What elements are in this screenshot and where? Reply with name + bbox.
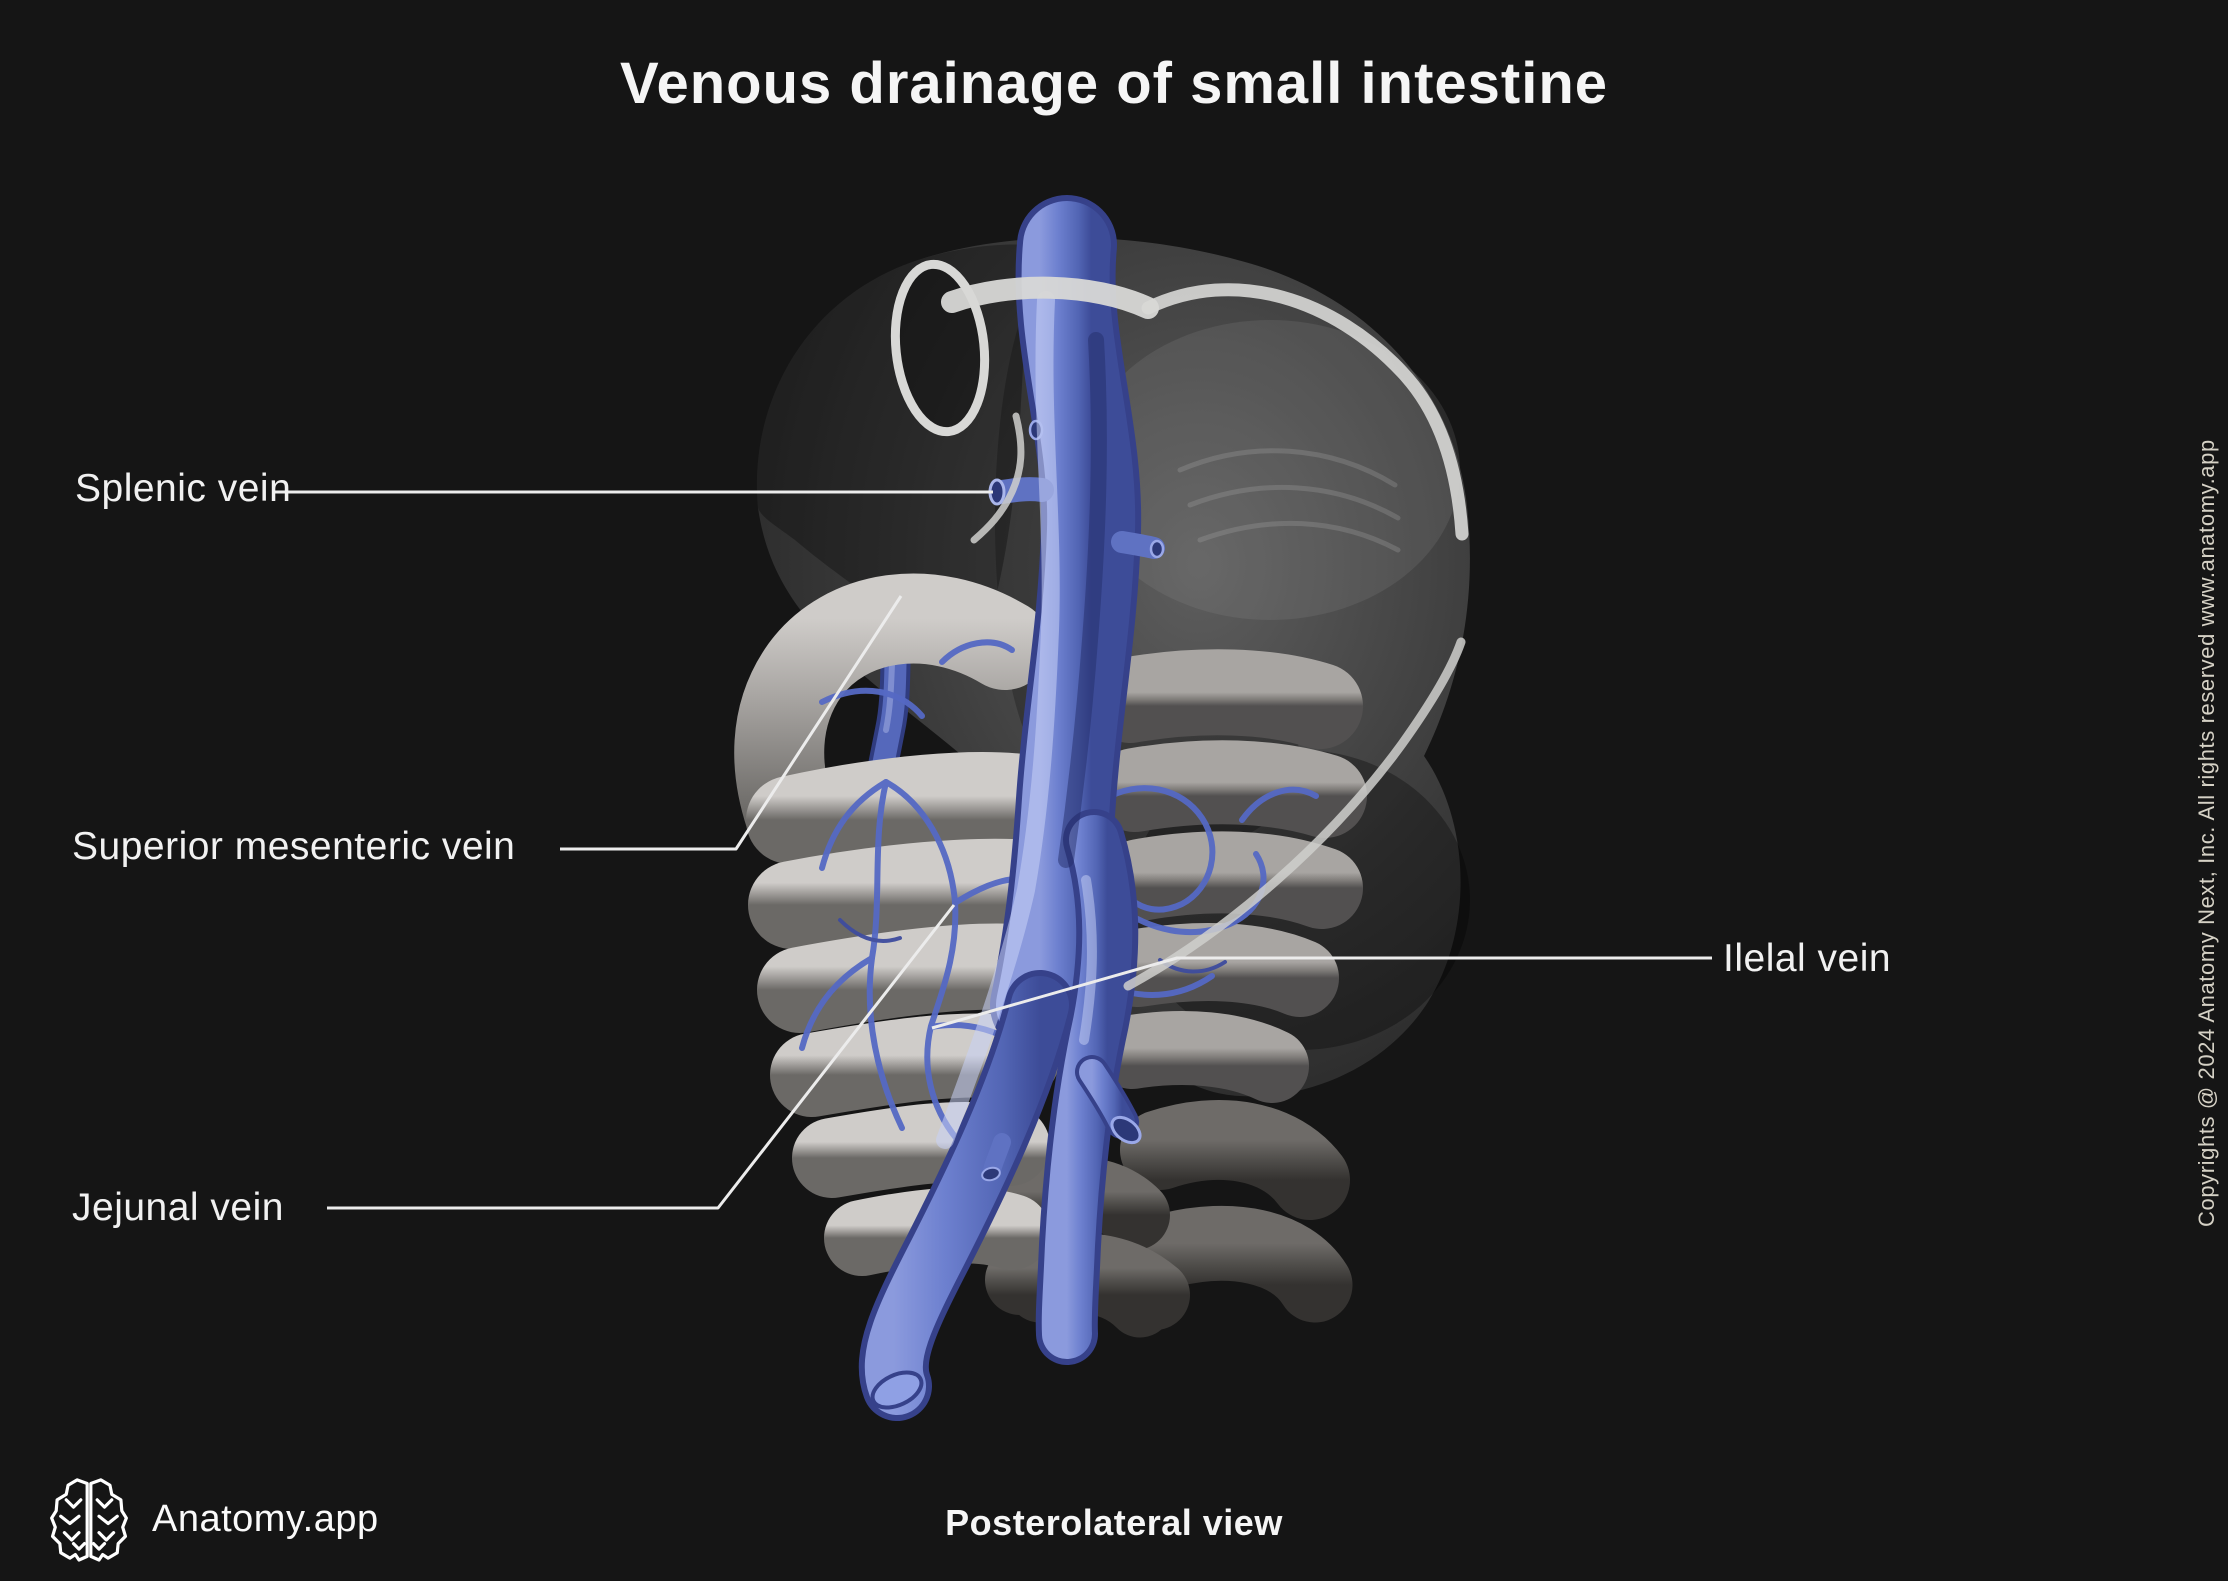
ileal-vein-leader-line [931,956,1712,1030]
copyright-text: Copyrights @ 2024 Anatomy Next, Inc. All… [2194,439,2219,1227]
jejunal-vein-leader-line [327,904,956,1210]
label-splenic-vein: Splenic vein [75,467,291,511]
label-superior-mesenteric-vein: Superior mesenteric vein [72,825,515,869]
ileal-branch [1035,809,1139,1365]
liver-surface-streaks [1177,448,1401,553]
jejunal-branch [858,970,1075,1421]
label-ileal-vein-text: Ilelal vein [1723,937,1892,980]
label-jejunal-vein: Jejunal vein [72,1186,284,1230]
falciform-ligament [941,276,1469,991]
brain-icon-left-half [50,1478,89,1562]
brand-logo-block: Anatomy.app [48,1476,379,1562]
brain-icon [50,1478,128,1562]
superior-mesenteric-vein-leader-line [560,595,903,851]
label-ileal-vein: Ilelal vein [1723,937,1891,981]
brain-icon-right-half [89,1478,128,1562]
cut-vein-stub [981,531,1165,1182]
label-jejunal-vein-text: Jejunal vein [72,1186,284,1229]
label-superior-mesenteric-vein-text: Superior mesenteric vein [72,825,516,868]
label-splenic-vein-text: Splenic vein [75,467,292,510]
page-title: Venous drainage of small intestine [619,51,1609,116]
brand-name: Anatomy.app [152,1497,379,1540]
view-caption: Posterolateral view [945,1502,1283,1543]
